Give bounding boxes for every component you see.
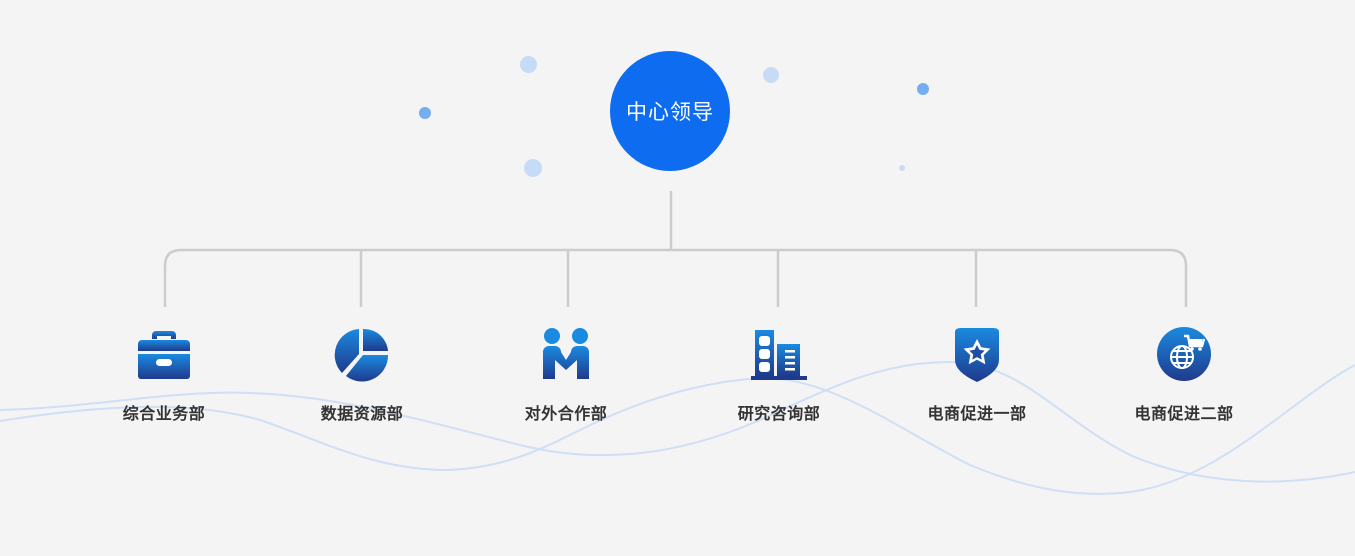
dept-label: 电商促进二部 <box>1134 404 1234 423</box>
dept-label: 数据资源部 <box>320 404 404 423</box>
building-icon <box>751 330 807 380</box>
decor-dot <box>419 107 431 119</box>
globe-cart-icon <box>1157 327 1211 381</box>
dept-node[interactable]: 电商促进一部 <box>887 326 1067 424</box>
dept-node[interactable]: 综合业务部 <box>74 326 254 424</box>
shield-star-icon <box>955 328 999 382</box>
wave-line <box>0 360 1355 483</box>
connector-horizontal-bar <box>163 248 1188 307</box>
decor-dot <box>917 83 929 95</box>
wave-line <box>0 364 1355 495</box>
dept-node[interactable]: 研究咨询部 <box>689 326 869 424</box>
dept-label: 电商促进一部 <box>927 404 1027 423</box>
pie-chart-icon <box>334 328 389 382</box>
dept-label: 研究咨询部 <box>737 404 821 423</box>
decor-dot <box>524 159 542 177</box>
decor-dot <box>899 165 905 171</box>
dept-node[interactable]: 数据资源部 <box>272 326 452 424</box>
root-node[interactable]: 中心领导 <box>610 51 730 171</box>
dept-node[interactable]: 对外合作部 <box>476 326 656 424</box>
handshake-icon <box>543 328 589 379</box>
dept-label: 综合业务部 <box>122 404 206 423</box>
root-label: 中心领导 <box>626 100 714 124</box>
decor-dot <box>763 67 779 83</box>
dept-label: 对外合作部 <box>524 404 608 423</box>
decor-dot <box>520 56 537 73</box>
dept-node[interactable]: 电商促进二部 <box>1094 326 1274 424</box>
briefcase-icon <box>138 331 190 379</box>
